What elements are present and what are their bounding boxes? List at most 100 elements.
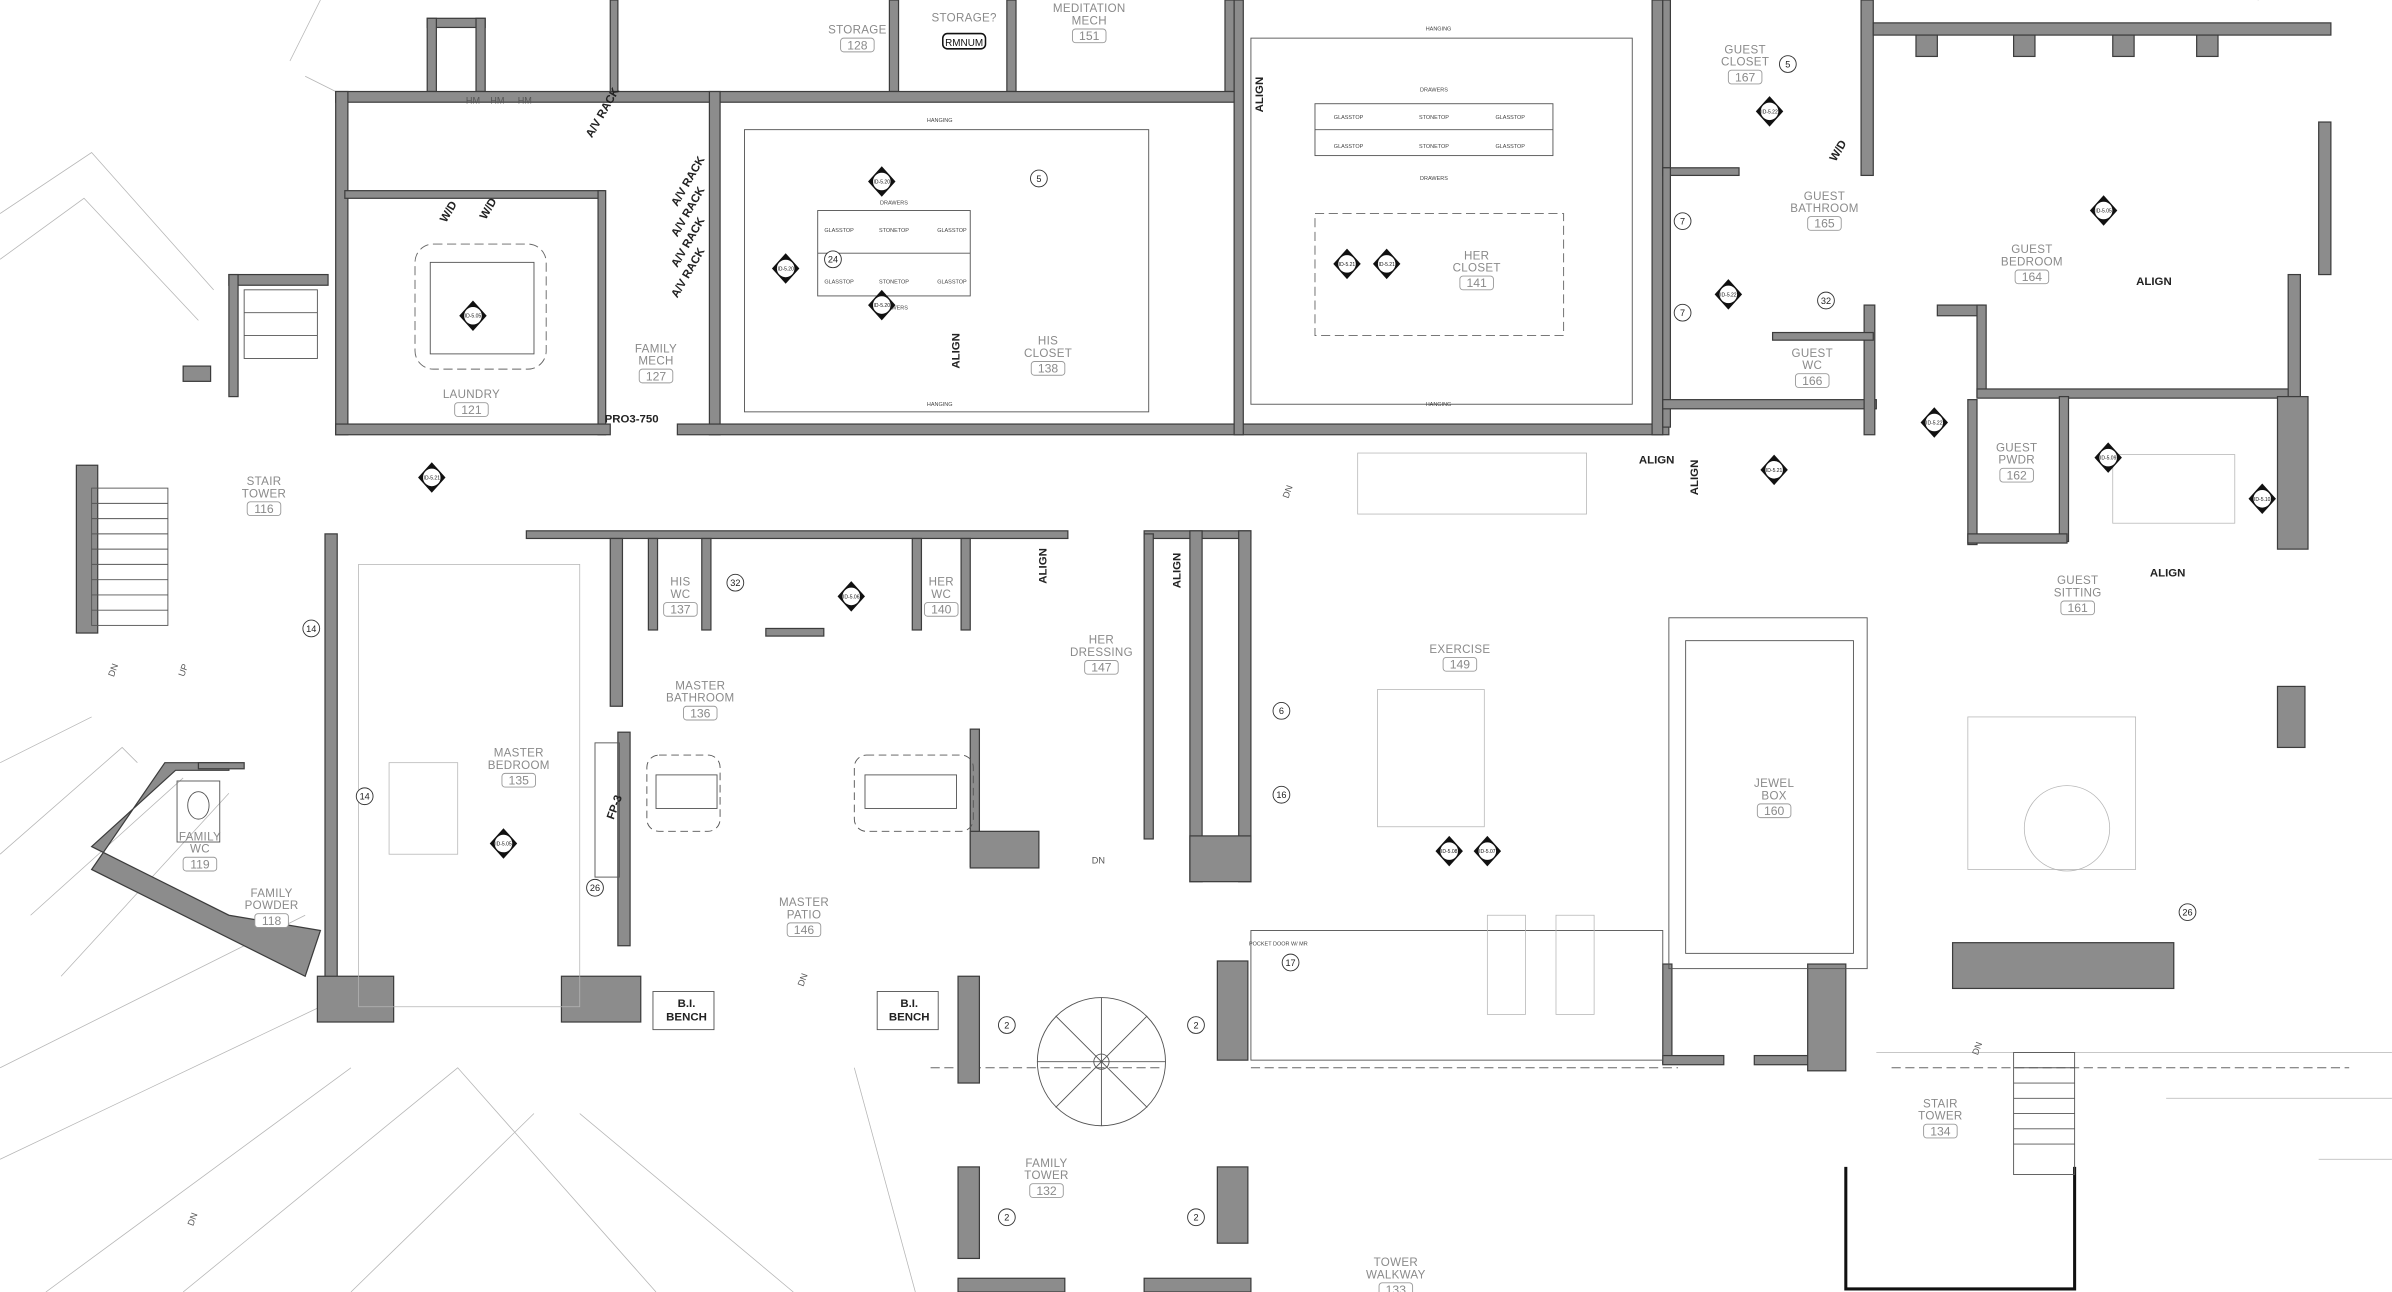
keynote-number: 16 bbox=[1276, 790, 1286, 800]
section-marker-ref: ID-5.22 bbox=[1720, 292, 1737, 298]
section-marker-circle-icon bbox=[2098, 448, 2118, 468]
room-number-box bbox=[501, 772, 536, 788]
room-name-line1: GUEST bbox=[1996, 443, 2037, 455]
keynote-callout: 5 bbox=[1779, 55, 1797, 73]
room-name-line1: STORAGE bbox=[828, 25, 887, 37]
keynote-number: 32 bbox=[730, 578, 740, 588]
room-number-box bbox=[1071, 28, 1107, 44]
keynote-callout: 16 bbox=[1272, 785, 1291, 804]
room-name-line1: HER bbox=[1089, 635, 1114, 647]
room-number: 162 bbox=[2006, 468, 2027, 482]
bench-line2: BENCH bbox=[889, 1011, 930, 1023]
room-number: 165 bbox=[1814, 217, 1835, 231]
rmnum-tag: RMNUM bbox=[945, 38, 983, 49]
keynote-number: 2 bbox=[1004, 1213, 1009, 1223]
countertop-note: GLASSTOP bbox=[937, 280, 967, 286]
section-marker-ref: ID-5.05 bbox=[465, 314, 482, 320]
pro-model-note: PRO3-750 bbox=[605, 414, 659, 426]
room-name-line2: BEDROOM bbox=[488, 760, 550, 772]
down-arrow-label: DN bbox=[1281, 484, 1295, 500]
room-number: 121 bbox=[461, 403, 482, 417]
keynote-circle-icon bbox=[1281, 953, 1300, 972]
room-number-box bbox=[1442, 656, 1478, 672]
room-number: 137 bbox=[670, 603, 691, 617]
section-marker: ID-5.21 bbox=[418, 462, 446, 493]
room-name-line2: WALKWAY bbox=[1366, 1269, 1426, 1281]
keynote-number: 2 bbox=[1193, 1020, 1198, 1030]
keynote-number: 5 bbox=[1036, 174, 1041, 184]
room-name-line1: GUEST bbox=[2011, 244, 2052, 256]
align-note: ALIGN bbox=[2150, 568, 2186, 580]
keynote-number: 6 bbox=[1279, 706, 1284, 716]
pocket-door-note: POCKET DOOR W/ MR bbox=[1249, 942, 1308, 948]
countertop-note: GLASSTOP bbox=[1334, 115, 1364, 121]
keynote-circle-icon bbox=[355, 787, 374, 806]
section-marker: ID-5.20 bbox=[868, 166, 896, 197]
section-marker-circle-icon bbox=[1477, 841, 1497, 861]
drawers-note: DRAWERS bbox=[880, 306, 908, 312]
bench-line2: BENCH bbox=[666, 1011, 707, 1023]
countertop-note: STONETOP bbox=[1419, 144, 1449, 150]
keynote-circle-icon bbox=[726, 573, 745, 592]
section-marker: ID-5.08 bbox=[1435, 835, 1463, 867]
room-number: 151 bbox=[1079, 29, 1100, 43]
section-marker-circle-icon bbox=[463, 306, 483, 326]
section-marker: ID-5.05 bbox=[459, 300, 487, 332]
drawers-note: DRAWERS bbox=[1420, 88, 1448, 94]
section-marker-circle-icon bbox=[1718, 284, 1738, 304]
room-name-line2: CLOSET bbox=[1024, 348, 1072, 360]
built-in-bench-label: B.I.BENCH bbox=[666, 998, 707, 1024]
section-marker-ref: ID-5.05 bbox=[495, 842, 512, 848]
room-name-line2: SITTING bbox=[2054, 587, 2102, 599]
room-name-line1: EXERCISE bbox=[1429, 644, 1490, 656]
section-marker: ID-5.09 bbox=[2094, 442, 2122, 473]
fixtures bbox=[91, 37, 2236, 1176]
room-number: 135 bbox=[509, 774, 530, 788]
keynote-number: 26 bbox=[590, 883, 600, 893]
room-number: 164 bbox=[2022, 270, 2043, 284]
room-name-line2: BATHROOM bbox=[666, 693, 734, 705]
section-marker-ref: ID-5.21 bbox=[1339, 262, 1356, 268]
room-name-line2: WC bbox=[190, 844, 210, 856]
keynote-number: 32 bbox=[1821, 296, 1831, 306]
room-number-box bbox=[1378, 1282, 1414, 1292]
section-marker-circle-icon bbox=[1377, 254, 1397, 274]
keynote-number: 5 bbox=[1785, 59, 1790, 69]
room-number-box bbox=[246, 501, 282, 517]
room-number-box bbox=[1030, 361, 1066, 376]
keynote-circle-icon bbox=[1030, 169, 1048, 188]
room-number: 119 bbox=[190, 857, 210, 871]
keynote-circle-icon bbox=[586, 878, 604, 897]
section-marker: ID-5.21 bbox=[1372, 248, 1401, 280]
section-marker-circle-icon bbox=[1337, 254, 1357, 274]
room-number: 149 bbox=[1450, 658, 1471, 672]
room-number-box bbox=[182, 856, 218, 872]
room-number-box bbox=[1923, 1123, 1958, 1139]
room-number: 140 bbox=[931, 603, 952, 617]
room-name-line2: TOWER bbox=[1918, 1111, 1962, 1123]
room-number: 166 bbox=[1802, 374, 1823, 388]
room-number: 132 bbox=[1036, 1184, 1057, 1198]
room-name-line1: HIS bbox=[670, 577, 690, 589]
hanging-note: HANGING bbox=[927, 402, 953, 408]
room-name-line2: CLOSET bbox=[1453, 263, 1501, 275]
keynote-number: 17 bbox=[1285, 958, 1295, 968]
keynote-number: 7 bbox=[1680, 217, 1685, 227]
section-marker-circle-icon bbox=[422, 467, 442, 487]
hanging-note: HANGING bbox=[1426, 402, 1452, 408]
keynote-circle-icon bbox=[1187, 1208, 1205, 1227]
room-name-line1: GUEST bbox=[1792, 348, 1833, 360]
room-name-line1: GUEST bbox=[1804, 191, 1845, 203]
keynote-number: 2 bbox=[1193, 1213, 1198, 1223]
keynote-circle-icon bbox=[1673, 212, 1692, 231]
room-name-line1: MASTER bbox=[675, 680, 725, 692]
